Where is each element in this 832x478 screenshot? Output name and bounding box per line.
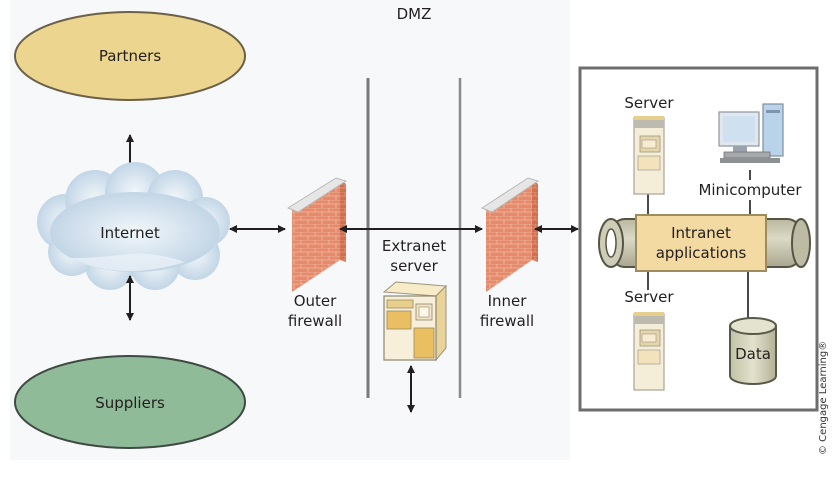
extranet-server-label: Extranet server (368, 236, 460, 276)
server-bottom-icon (633, 312, 665, 391)
suppliers-label: Suppliers (95, 394, 165, 412)
outer-firewall-icon (286, 177, 348, 292)
internet-cloud-icon (37, 162, 230, 290)
suppliers-node (14, 355, 246, 449)
extranet-server-icon (382, 281, 448, 362)
partners-label: Partners (98, 47, 162, 65)
server-top-label: Server (624, 94, 674, 112)
inner-firewall-label-line2: firewall (479, 312, 535, 330)
extranet-server-label-line1: Extranet (381, 237, 447, 255)
inner-firewall-label-line1: Inner (487, 292, 527, 310)
inner-firewall-label: Inner firewall (462, 291, 552, 331)
intranet-applications-label-line2: applications (655, 244, 747, 262)
outer-firewall-label: Outer firewall (270, 291, 360, 331)
intranet-applications-box (635, 214, 767, 272)
data-label: Data (735, 345, 771, 363)
outer-firewall-label-line1: Outer (293, 292, 337, 310)
internet-label: Internet (100, 224, 160, 242)
intranet-applications-label-line1: Intranet (671, 224, 731, 242)
outer-firewall-label-line2: firewall (287, 312, 343, 330)
extranet-server-label-line2: server (390, 257, 438, 275)
data-storage-icon (729, 317, 777, 385)
server-top-icon (633, 116, 665, 195)
copyright-notice: © Cengage Learning® (818, 340, 829, 455)
server-bottom-label: Server (624, 288, 674, 306)
intranet-applications-label: Intranet applications (636, 223, 766, 263)
minicomputer-label: Minicomputer (690, 180, 810, 200)
inner-firewall-icon (480, 177, 540, 292)
partners-node (14, 11, 246, 101)
minicomputer-icon (718, 103, 784, 163)
dmz-label: DMZ (396, 5, 432, 23)
